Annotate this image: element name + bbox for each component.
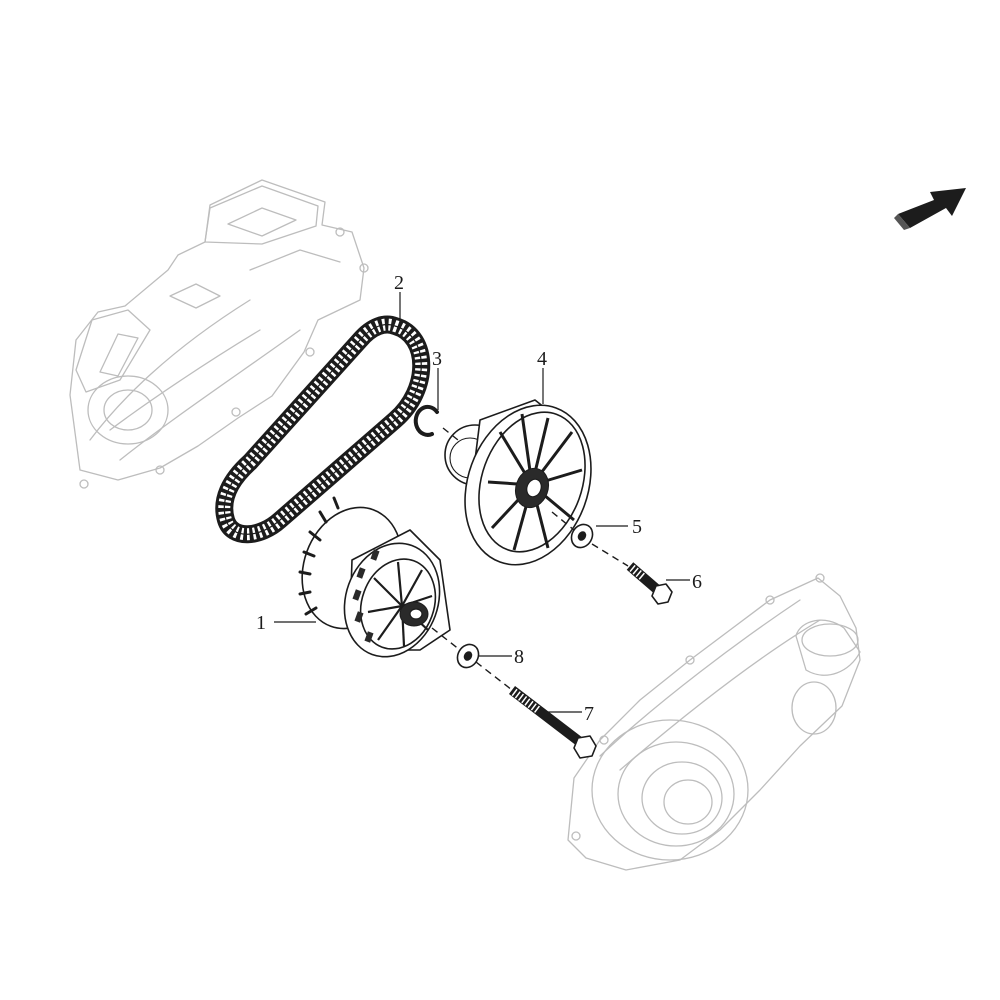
callout-1: 1 [256,612,266,634]
washer-drive [456,643,480,669]
callout-3: 3 [432,348,442,370]
direction-arrow-icon [894,188,966,230]
callout-4: 4 [537,348,547,370]
callout-labels: 1 2 3 4 5 6 7 8 [256,272,702,725]
bolt-driven [626,562,673,605]
drive-clutch [298,496,451,658]
driven-clutch [444,399,592,566]
washer-driven [570,523,594,549]
drive-clutch-fins [298,496,340,616]
inner-cvt-cover [69,179,369,489]
leader-lines [274,292,690,713]
outer-cvt-cover [567,573,861,871]
drive-belt [215,315,431,544]
callout-5: 5 [632,516,642,538]
drive-clutch-weights [352,549,380,643]
assembly-axis-lines [431,427,629,691]
circlip [413,404,439,437]
callout-7: 7 [584,703,594,725]
bolt-drive [508,686,597,759]
callout-8: 8 [514,646,524,668]
callout-2: 2 [394,272,404,294]
callout-6: 6 [692,571,702,593]
